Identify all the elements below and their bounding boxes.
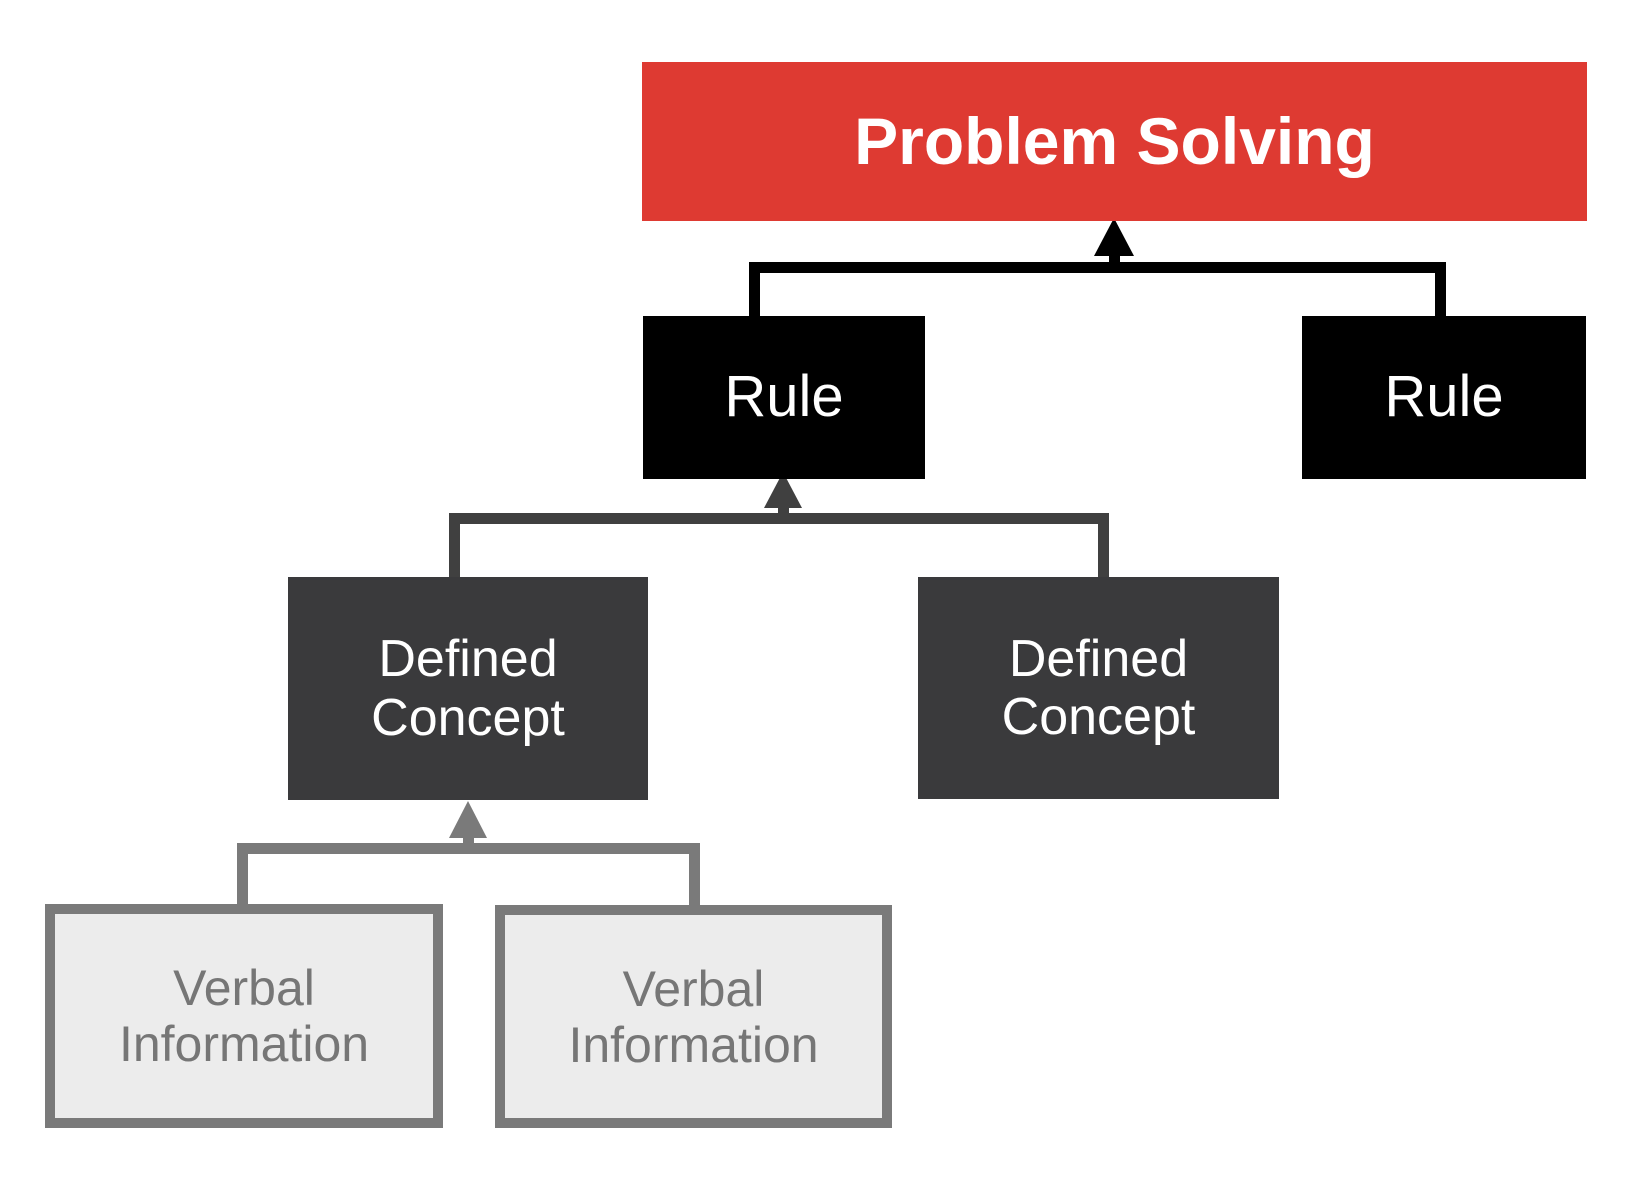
- node-defined-concept-left[interactable]: Defined Concept: [288, 577, 648, 800]
- connector-riser-right: [1435, 262, 1446, 320]
- connector-concepts-to-rule-left: [449, 472, 1109, 583]
- label-line-2: Concept: [1001, 688, 1196, 746]
- label-line-1: Verbal: [173, 960, 315, 1016]
- connector-stem-up: [1109, 250, 1120, 270]
- node-verbal-information-right-label: Verbal Information: [568, 961, 818, 1073]
- connector-riser-right: [1098, 513, 1109, 583]
- connector-stem-up: [778, 500, 789, 522]
- label-line-2: Concept: [371, 688, 565, 747]
- node-problem-solving[interactable]: Problem Solving: [642, 62, 1587, 221]
- connector-verbals-to-concept-left: [237, 801, 700, 911]
- node-verbal-information-left[interactable]: Verbal Information: [45, 904, 443, 1128]
- connector-rules-to-problem-solving: [749, 218, 1446, 320]
- arrowhead-into-concept-left: [449, 801, 487, 838]
- node-defined-concept-right[interactable]: Defined Concept: [918, 577, 1279, 799]
- connector-riser-left: [449, 513, 460, 583]
- connector-riser-left: [749, 262, 760, 320]
- node-rule-right[interactable]: Rule: [1302, 316, 1586, 479]
- node-verbal-information-right[interactable]: Verbal Information: [495, 905, 892, 1128]
- node-defined-concept-right-label: Defined Concept: [1002, 630, 1196, 746]
- label-line-2: Information: [568, 1016, 819, 1073]
- node-rule-left-label: Rule: [724, 364, 844, 430]
- label-line-1: Verbal: [622, 960, 765, 1017]
- label-line-1: Defined: [1008, 629, 1189, 688]
- connector-stem-up: [463, 830, 474, 852]
- node-defined-concept-left-label: Defined Concept: [371, 630, 565, 746]
- node-problem-solving-label: Problem Solving: [854, 103, 1375, 178]
- connector-horizontal-segment: [749, 262, 1446, 273]
- connector-riser-left: [237, 843, 248, 911]
- node-verbal-information-left-label: Verbal Information: [119, 960, 369, 1072]
- label-line-2: Information: [118, 1016, 370, 1072]
- arrowhead-into-rule-left: [764, 472, 802, 508]
- node-rule-right-label: Rule: [1384, 364, 1504, 430]
- label-line-1: Defined: [378, 630, 558, 689]
- node-rule-left[interactable]: Rule: [643, 316, 925, 479]
- arrowhead-into-problem-solving: [1094, 218, 1134, 256]
- connector-riser-right: [689, 843, 700, 911]
